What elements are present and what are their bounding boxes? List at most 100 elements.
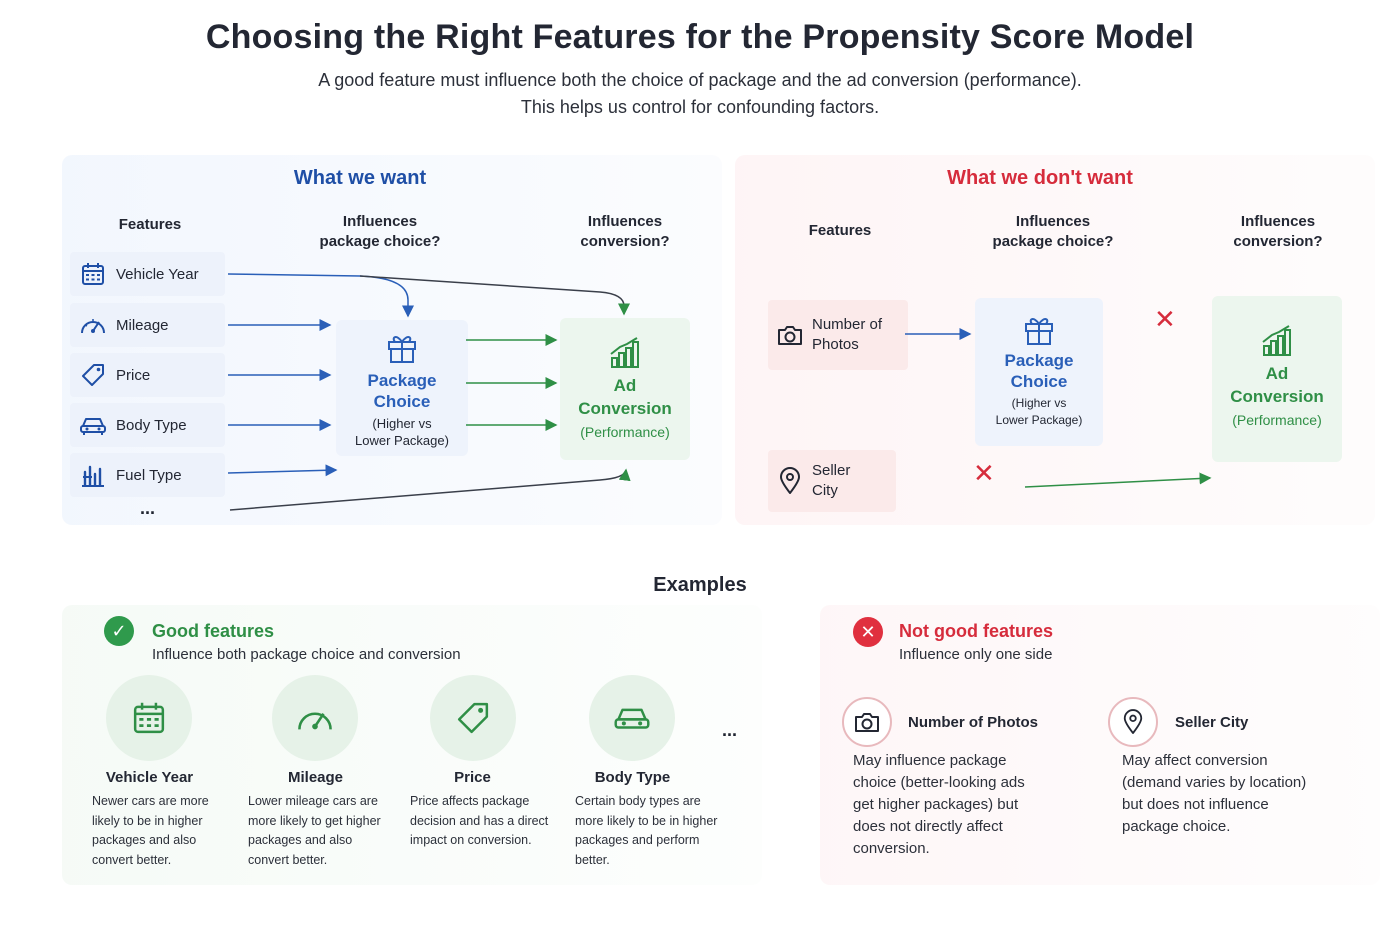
dont-ad-conversion-box: Ad Conversion (Performance) bbox=[1212, 296, 1342, 462]
ad-conversion-note: (Performance) bbox=[580, 424, 670, 440]
speedometer-icon bbox=[272, 675, 358, 761]
ad-conversion-label-2: Conversion bbox=[578, 399, 672, 418]
subtitle-line-1: A good feature must influence both the c… bbox=[318, 70, 1082, 90]
check-icon: ✓ bbox=[104, 616, 134, 646]
cross-icon: ✕ bbox=[853, 617, 883, 647]
bar-chart-icon bbox=[1212, 324, 1342, 358]
card-line: May affect conversion bbox=[1122, 752, 1268, 769]
ad-conversion-label-1: Ad bbox=[613, 376, 637, 395]
want-ad-conversion-box: Ad Conversion (Performance) bbox=[560, 318, 690, 460]
card-name: Seller City bbox=[1175, 713, 1249, 731]
feature-row-mileage: Mileage bbox=[70, 303, 225, 347]
want-col-conversion-line1: Influences bbox=[587, 213, 663, 230]
package-note-2: Lower Package) bbox=[355, 433, 449, 448]
feature-city-text: Seller City bbox=[812, 461, 850, 501]
card-line: Price affects package bbox=[410, 794, 530, 808]
dont-col-conversion-line1: Influences bbox=[1240, 213, 1316, 230]
dont-col-features: Features bbox=[808, 222, 872, 239]
bad-card-seller-city: Seller City May affect conversion (deman… bbox=[1108, 697, 1348, 838]
card-line: does not directly affect bbox=[853, 818, 1003, 835]
card-name: Vehicle Year bbox=[105, 769, 194, 786]
want-col-conversion-line2: conversion? bbox=[580, 233, 670, 250]
feature-row-body-type: Body Type bbox=[70, 403, 225, 447]
dont-package-choice-box: Package Choice (Higher vs Lower Package) bbox=[975, 298, 1103, 446]
card-line: impact on conversion. bbox=[410, 833, 532, 847]
card-line: convert better. bbox=[248, 852, 328, 867]
not-good-features-description: Influence only one side bbox=[899, 646, 1053, 663]
card-line: better. bbox=[575, 852, 610, 867]
what-we-dont-want-heading: What we don't want bbox=[947, 167, 1133, 189]
card-line: May influence package bbox=[853, 752, 1007, 769]
gift-icon bbox=[975, 312, 1103, 346]
package-note-1: (Higher vs bbox=[1011, 396, 1067, 410]
bar-chart-icon bbox=[560, 336, 690, 370]
car-icon bbox=[589, 675, 675, 761]
calendar-icon bbox=[106, 675, 192, 761]
dont-col-conversion-line2: conversion? bbox=[1233, 233, 1323, 250]
bad-card-number-of-photos: Number of Photos May influence package c… bbox=[842, 697, 1072, 860]
feature-label: Body Type bbox=[116, 416, 187, 434]
card-line: get higher packages) but bbox=[853, 796, 1019, 813]
location-pin-icon bbox=[1108, 697, 1158, 747]
package-choice-label-2: Choice bbox=[1010, 372, 1068, 391]
feature-photos-line2: Photos bbox=[812, 336, 859, 353]
feature-photos-line1: Number of bbox=[812, 316, 883, 333]
ad-conversion-label-1: Ad bbox=[1265, 364, 1289, 383]
camera-icon bbox=[768, 323, 812, 347]
dont-col-conversion: Influences conversion? bbox=[1203, 212, 1353, 252]
ad-conversion-label-2: Conversion bbox=[1230, 387, 1324, 406]
card-line: package choice. bbox=[1122, 818, 1231, 835]
fuel-pump-icon bbox=[70, 462, 116, 488]
location-pin-icon bbox=[768, 467, 812, 495]
subtitle-line-2: This helps us control for confounding fa… bbox=[520, 97, 880, 117]
card-line: convert better. bbox=[92, 852, 172, 867]
feature-label: Mileage bbox=[116, 316, 169, 334]
feature-label: Price bbox=[116, 366, 151, 384]
card-line: packages and perform bbox=[575, 833, 700, 847]
card-name: Number of Photos bbox=[908, 713, 1038, 731]
card-line: more likely to be in higher bbox=[575, 813, 718, 828]
dont-col-package-line2: package choice? bbox=[992, 233, 1114, 250]
dont-arrows bbox=[905, 328, 1212, 488]
card-line: Newer cars are more bbox=[92, 794, 209, 808]
package-choice-label-2: Choice bbox=[373, 392, 431, 411]
not-good-features-title: Not good features bbox=[899, 621, 1054, 641]
what-we-want-heading: What we want bbox=[293, 167, 427, 189]
dont-col-package: Influences package choice? bbox=[973, 212, 1133, 252]
card-line: Lower mileage cars are bbox=[248, 794, 378, 808]
feature-label: Vehicle Year bbox=[116, 265, 199, 283]
package-note-1: (Higher vs bbox=[372, 416, 432, 431]
good-card-body-type: Body Type Certain body types are more li… bbox=[575, 675, 735, 870]
card-name: Mileage bbox=[287, 769, 344, 786]
camera-icon bbox=[842, 697, 892, 747]
good-card-mileage: Mileage Lower mileage cars are more like… bbox=[248, 675, 398, 870]
feature-photos-text: Number of Photos bbox=[812, 315, 882, 355]
want-package-choice-box: Package Choice (Higher vs Lower Package) bbox=[336, 320, 468, 456]
calendar-icon bbox=[70, 261, 116, 287]
feature-city-line2: City bbox=[812, 482, 838, 499]
x-mark-city-to-package: ✕ bbox=[973, 458, 995, 488]
card-line: likely to be in higher bbox=[92, 813, 203, 828]
good-features-title: Good features bbox=[152, 621, 275, 641]
page-title: Choosing the Right Features for the Prop… bbox=[205, 18, 1195, 56]
want-col-package-line2: package choice? bbox=[319, 233, 441, 250]
card-line: packages and also bbox=[92, 833, 197, 847]
dont-col-package-line1: Influences bbox=[1015, 213, 1091, 230]
want-col-package: Influences package choice? bbox=[300, 212, 460, 252]
card-line: more likely to get higher bbox=[248, 813, 381, 828]
want-arrows bbox=[227, 273, 631, 511]
good-card-price: Price Price affects package decision and… bbox=[410, 675, 565, 851]
card-line: decision and has a direct bbox=[410, 813, 549, 828]
feature-row-fuel-type: Fuel Type bbox=[70, 453, 225, 497]
feature-seller-city: Seller City bbox=[768, 450, 896, 512]
good-features-description: Influence both package choice and conver… bbox=[152, 646, 461, 663]
card-line: but does not influence bbox=[1122, 796, 1269, 813]
feature-label: Fuel Type bbox=[116, 466, 182, 484]
want-col-package-line1: Influences bbox=[342, 213, 418, 230]
price-tag-icon bbox=[70, 362, 116, 388]
card-line: conversion. bbox=[853, 840, 930, 857]
package-note-2: Lower Package) bbox=[995, 413, 1083, 427]
good-card-vehicle-year: Vehicle Year Newer cars are more likely … bbox=[92, 675, 242, 870]
card-line: (demand varies by location) bbox=[1122, 774, 1307, 791]
feature-number-of-photos: Number of Photos bbox=[768, 300, 908, 370]
